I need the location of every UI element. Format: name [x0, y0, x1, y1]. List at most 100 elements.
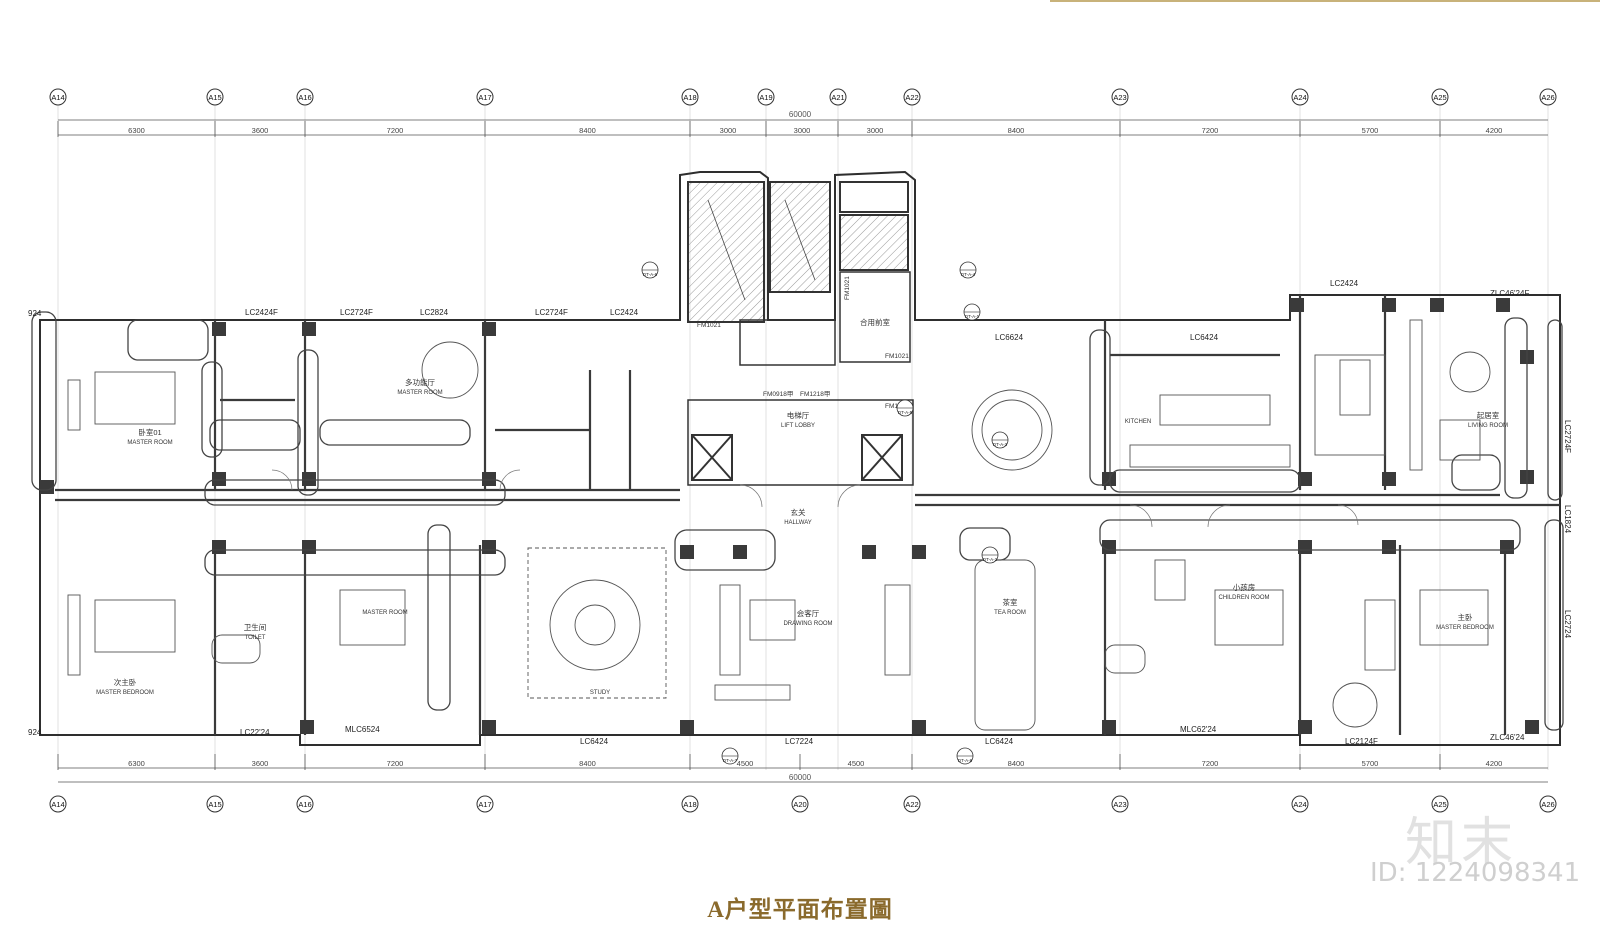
- column: [482, 540, 496, 554]
- axis-label: A26: [1541, 93, 1554, 102]
- room-cn: 电梯厅: [787, 410, 810, 420]
- room-en: MASTER ROOM: [397, 390, 442, 396]
- axis-bubble: [757, 88, 775, 106]
- dimension-value: 4500: [848, 759, 865, 768]
- window-tag: LC2724: [1563, 610, 1572, 639]
- room-en: MASTER ROOM: [127, 440, 172, 446]
- axis-bubble: [681, 795, 699, 813]
- axis-label: A24: [1293, 800, 1306, 809]
- total-dim-bottom: 60000: [789, 773, 812, 782]
- axis-bubble: [903, 88, 921, 106]
- room-en: TOILET: [245, 635, 266, 641]
- axis-bubble: [1539, 88, 1557, 106]
- total-dim-top: 60000: [789, 110, 812, 119]
- axis-label: A18: [683, 800, 696, 809]
- axis-label: A15: [208, 93, 221, 102]
- column: [912, 545, 926, 559]
- dimension-value: 3600: [252, 759, 269, 768]
- watermark-id: ID: 1224098341: [1370, 858, 1581, 888]
- column: [212, 322, 226, 336]
- door-swings: [271, 469, 1359, 528]
- room-en: MASTER BEDROOM: [96, 690, 154, 696]
- dimension-value: 4200: [1486, 759, 1503, 768]
- room-en: STUDY: [590, 690, 610, 696]
- window-tag: LC2724F: [1563, 420, 1572, 453]
- revision-clouds: [31, 311, 1564, 731]
- room-cn: 主卧: [1458, 612, 1474, 622]
- window-tag: LC2724F: [535, 308, 568, 317]
- callout-label: DT-A-7: [723, 758, 738, 763]
- column: [302, 540, 316, 554]
- axis-label: A15: [208, 800, 221, 809]
- column: [1500, 540, 1514, 554]
- watermark-logo: 知末: [1405, 813, 1518, 873]
- dimension-value: 7200: [387, 759, 404, 768]
- axis-label: A17: [478, 93, 491, 102]
- dimension-value: 8400: [579, 126, 596, 135]
- axis-bubble: [1431, 795, 1449, 813]
- axis-bubble: [1111, 795, 1129, 813]
- elevator-shafts: [687, 399, 914, 486]
- axis-bubble: [296, 88, 314, 106]
- column: [482, 322, 496, 336]
- room-cn: 起居室: [1477, 410, 1500, 420]
- stair-core: [687, 181, 911, 366]
- axis-label: A20: [793, 800, 806, 809]
- axis-label: A26: [1541, 800, 1554, 809]
- axis-bubble: [206, 88, 224, 106]
- window-tag: LC6424: [580, 737, 609, 746]
- room-en: MASTER ROOM: [362, 610, 407, 616]
- axis-label: A16: [298, 800, 311, 809]
- window-tag: LC2724F: [340, 308, 373, 317]
- axis-bubble: [1291, 88, 1309, 106]
- column: [1382, 298, 1396, 312]
- callout-label: DT-A-4: [961, 272, 976, 277]
- axis-bubble: [476, 795, 494, 813]
- callout-label: DT-A-3: [993, 442, 1008, 447]
- column: [302, 472, 316, 486]
- axis-label: A14: [51, 93, 64, 102]
- room-cn: 合用前室: [860, 317, 890, 327]
- axis-bubble: [296, 795, 314, 813]
- column: [1496, 298, 1510, 312]
- dimension-value: 6300: [128, 126, 145, 135]
- callout-label: DT-A-6: [643, 272, 658, 277]
- structural-columns: [40, 298, 1539, 734]
- room-cn: 卫生间: [244, 622, 267, 632]
- room-cn: 玄关: [791, 507, 806, 517]
- window-tag: LC2424F: [245, 308, 278, 317]
- window-tag: ZLC46'24F: [1490, 289, 1529, 298]
- dimension-value: 7200: [1202, 126, 1219, 135]
- axis-label: A18: [683, 93, 696, 102]
- dimension-value: 7200: [387, 126, 404, 135]
- callout-label: DT-A-2: [983, 557, 998, 562]
- axis-label: A16: [298, 93, 311, 102]
- axis-bubble: [1111, 88, 1129, 106]
- room-en: DRAWING ROOM: [783, 621, 832, 627]
- dimension-value: 4500: [737, 759, 754, 768]
- dimension-value: 8400: [1008, 126, 1025, 135]
- axis-bubble: [49, 88, 67, 106]
- room-cn: 会客厅: [797, 608, 820, 618]
- door-tag: FM0918甲: [763, 390, 793, 398]
- axis-label: A25: [1433, 93, 1446, 102]
- room-cn: 小孩房: [1233, 582, 1256, 592]
- room-en: HALLWAY: [784, 520, 812, 526]
- axis-label: A23: [1113, 800, 1126, 809]
- room-en: KITCHEN: [1125, 419, 1151, 425]
- column: [212, 472, 226, 486]
- axis-label: A23: [1113, 93, 1126, 102]
- axis-label: A25: [1433, 800, 1446, 809]
- window-tag: 924: [28, 728, 42, 737]
- dimension-value: 5700: [1362, 126, 1379, 135]
- axis-bubble: [681, 88, 699, 106]
- column: [212, 540, 226, 554]
- door-tag: FM1218甲: [800, 390, 830, 398]
- column: [1382, 540, 1396, 554]
- column: [300, 720, 314, 734]
- window-tag: ZLC46'24: [1490, 733, 1525, 742]
- exterior-walls: [39, 170, 1561, 746]
